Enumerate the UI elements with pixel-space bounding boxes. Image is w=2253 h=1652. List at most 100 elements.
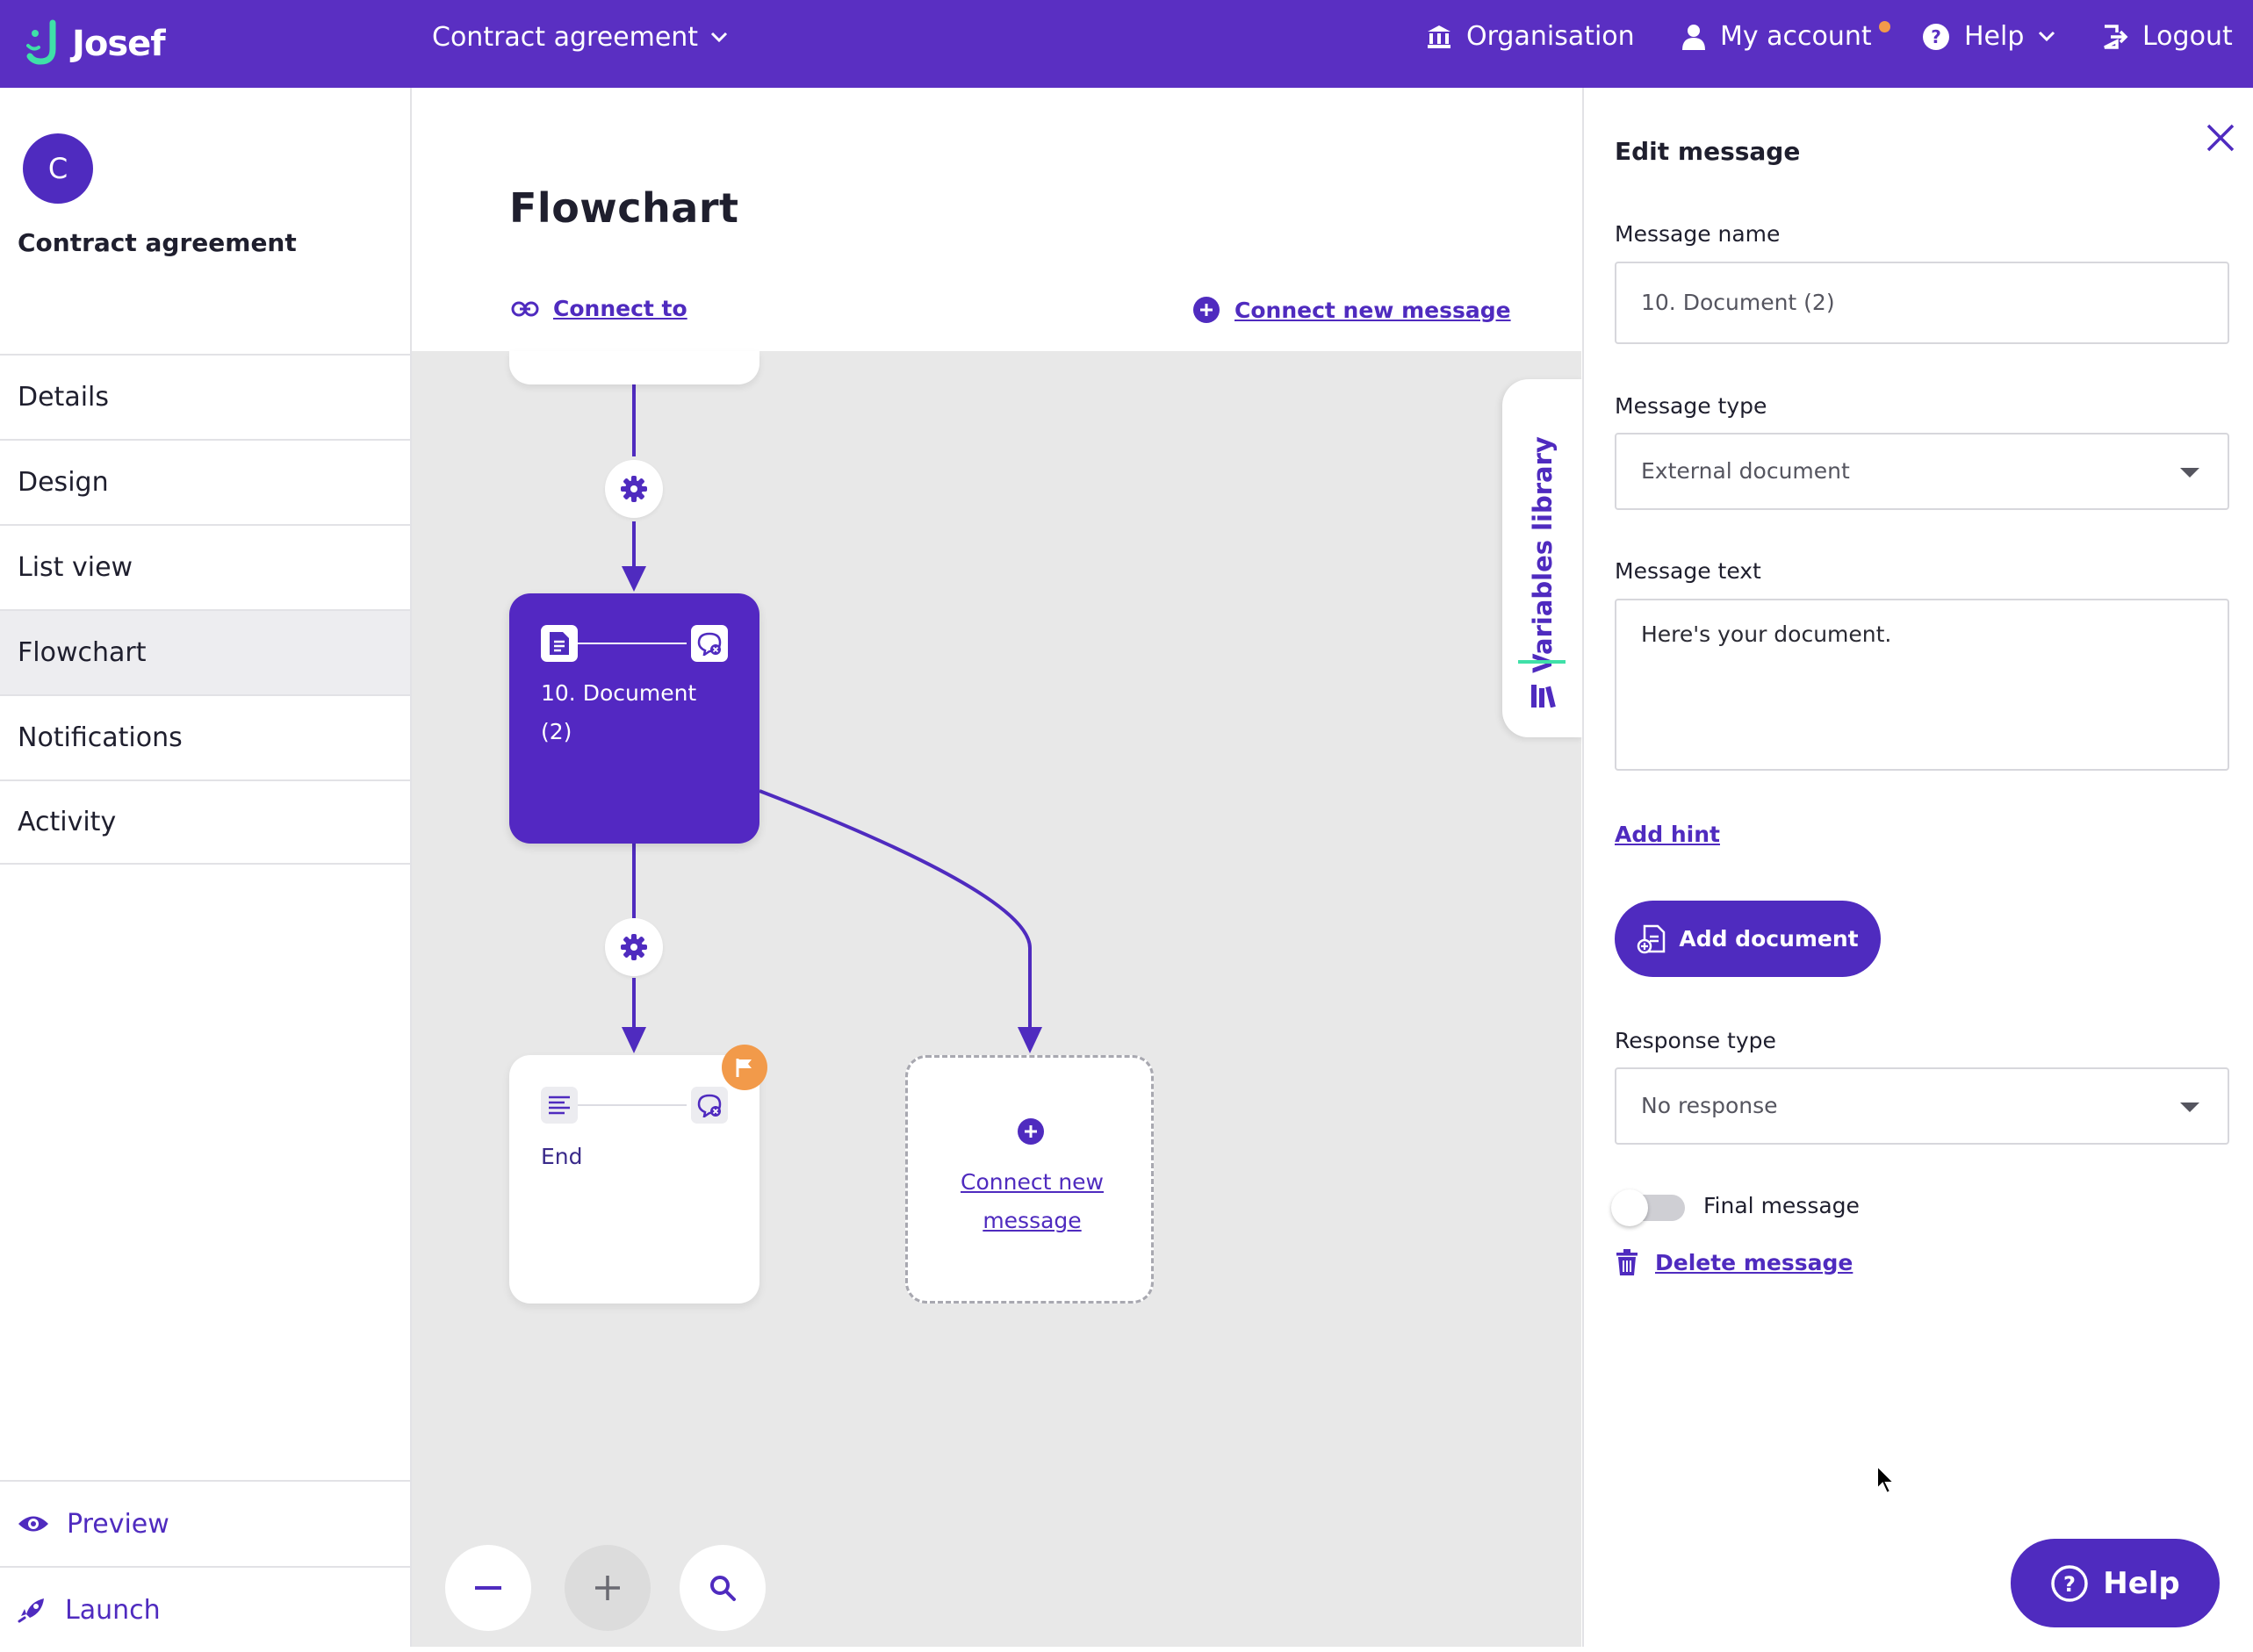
message-text-area[interactable]: Here's your document. (1615, 599, 2229, 771)
fit-view-button[interactable] (680, 1545, 766, 1631)
preview-link[interactable]: Preview (0, 1480, 410, 1566)
connect-new-message-node-label: Connect new message (961, 1169, 1104, 1233)
connect-new-message-label: Connect new message (1234, 297, 1511, 323)
sidebar-item-flowchart[interactable]: Flowchart (0, 609, 410, 694)
sidebar-item-design[interactable]: Design (0, 439, 410, 524)
sidebar-item-activity[interactable]: Activity (0, 779, 410, 865)
organisation-link[interactable]: Organisation (1426, 21, 1635, 52)
help-fab-label: Help (2103, 1565, 2180, 1601)
question-circle-icon: ? (1923, 23, 1949, 50)
connect-new-message-node[interactable]: Connect new message (905, 1055, 1154, 1304)
message-node-document[interactable]: 10. Document (2) (509, 593, 759, 844)
add-document-label: Add document (1679, 926, 1859, 952)
previous-node[interactable] (509, 351, 759, 384)
question-circle-icon: ? (2051, 1564, 2088, 1602)
final-message-label: Final message (1703, 1193, 1860, 1218)
condition-gear-button[interactable] (605, 460, 663, 518)
condition-gear-button[interactable] (605, 918, 663, 976)
plus-circle-icon (1193, 297, 1220, 323)
sidebar: C Contract agreement Details Design List… (0, 88, 412, 1647)
add-document-button[interactable]: Add document (1615, 901, 1881, 977)
response-type-label: Response type (1615, 1028, 1776, 1053)
toggle-knob (1611, 1189, 1648, 1226)
logout-icon (2104, 24, 2128, 49)
tab-accent-line (1518, 660, 1566, 664)
my-account-label: My account (1720, 21, 1872, 52)
panel-title: Edit message (1615, 137, 1801, 166)
launch-link[interactable]: Launch (0, 1566, 410, 1652)
logout-link[interactable]: Logout (2102, 21, 2233, 52)
add-hint-link[interactable]: Add hint (1615, 822, 1720, 847)
caret-down-icon (2180, 1103, 2199, 1112)
help-menu-label: Help (1964, 21, 2025, 52)
help-menu[interactable]: ? Help (1922, 21, 2055, 52)
caret-down-icon (2180, 468, 2199, 478)
close-icon[interactable] (2206, 123, 2235, 153)
sidebar-item-notifications[interactable]: Notifications (0, 694, 410, 779)
sidebar-project-name: Contract agreement (18, 228, 297, 257)
node-divider (578, 1104, 687, 1106)
logo-text: Josef (72, 24, 166, 64)
zoom-out-button[interactable] (445, 1545, 531, 1631)
top-bar: Josef Contract agreement Organisation My… (0, 0, 2253, 88)
launch-label: Launch (65, 1594, 161, 1626)
preview-label: Preview (67, 1508, 169, 1540)
document-icon (541, 625, 578, 662)
message-type-select[interactable]: External document (1615, 433, 2229, 510)
zoom-in-button[interactable] (565, 1545, 651, 1631)
delete-message-link[interactable]: Delete message (1615, 1248, 1853, 1276)
svg-text:?: ? (1931, 26, 1941, 47)
josef-logo[interactable]: Josef (26, 16, 166, 72)
link-icon (511, 301, 539, 316)
node-label: 10. Document (2) (541, 680, 697, 744)
plus-circle-icon (1017, 1117, 1045, 1146)
notification-dot (1879, 21, 1890, 32)
gear-icon (621, 934, 647, 960)
my-account-link[interactable]: My account (1681, 21, 1872, 52)
chat-icon (691, 1087, 728, 1124)
plus-icon (595, 1576, 620, 1600)
page-title: Flowchart (509, 184, 739, 232)
logout-label: Logout (2142, 21, 2233, 52)
help-fab-button[interactable]: ? Help (2011, 1539, 2220, 1627)
sidebar-item-details[interactable]: Details (0, 354, 410, 439)
library-icon (1530, 681, 1558, 707)
connect-to-link[interactable]: Connect to (511, 296, 687, 321)
response-type-select[interactable]: No response (1615, 1067, 2229, 1145)
organisation-label: Organisation (1466, 21, 1635, 52)
chevron-down-icon (711, 32, 728, 42)
message-node-end[interactable]: End (509, 1055, 759, 1304)
connect-new-message-link[interactable]: Connect new message (1192, 296, 1511, 324)
flag-icon (722, 1045, 767, 1090)
message-type-value: External document (1641, 458, 1850, 484)
flowchart-connectors (622, 384, 1042, 1053)
search-icon (710, 1576, 736, 1601)
flowchart-canvas[interactable] (412, 351, 1581, 1647)
mouse-cursor-icon (1875, 1464, 1897, 1496)
sidebar-nav: Details Design List view Flowchart Notif… (0, 354, 410, 865)
variables-library-tab[interactable]: Variables library (1502, 379, 1583, 737)
message-name-label: Message name (1615, 221, 1781, 247)
project-switcher-label: Contract agreement (432, 22, 699, 53)
svg-text:?: ? (2063, 1572, 2076, 1597)
trash-icon (1616, 1249, 1638, 1275)
delete-message-label: Delete message (1655, 1249, 1854, 1275)
project-avatar: C (23, 133, 93, 204)
sidebar-item-list-view[interactable]: List view (0, 524, 410, 609)
variables-library-label: Variables library (1528, 436, 1558, 673)
text-lines-icon (541, 1087, 578, 1124)
chat-icon (691, 625, 728, 662)
node-divider (578, 643, 687, 644)
message-text-label: Message text (1615, 558, 1761, 584)
main-header (412, 88, 1581, 351)
message-type-label: Message type (1615, 393, 1767, 419)
eye-icon (18, 1516, 48, 1532)
user-icon (1682, 24, 1705, 50)
connect-to-label: Connect to (553, 296, 687, 321)
node-label: End (541, 1144, 583, 1169)
message-name-input[interactable]: 10. Document (2) (1615, 262, 2229, 344)
bank-icon (1428, 25, 1450, 48)
final-message-toggle[interactable] (1611, 1189, 1685, 1226)
gear-icon (621, 476, 647, 502)
project-switcher[interactable]: Contract agreement (432, 22, 728, 53)
